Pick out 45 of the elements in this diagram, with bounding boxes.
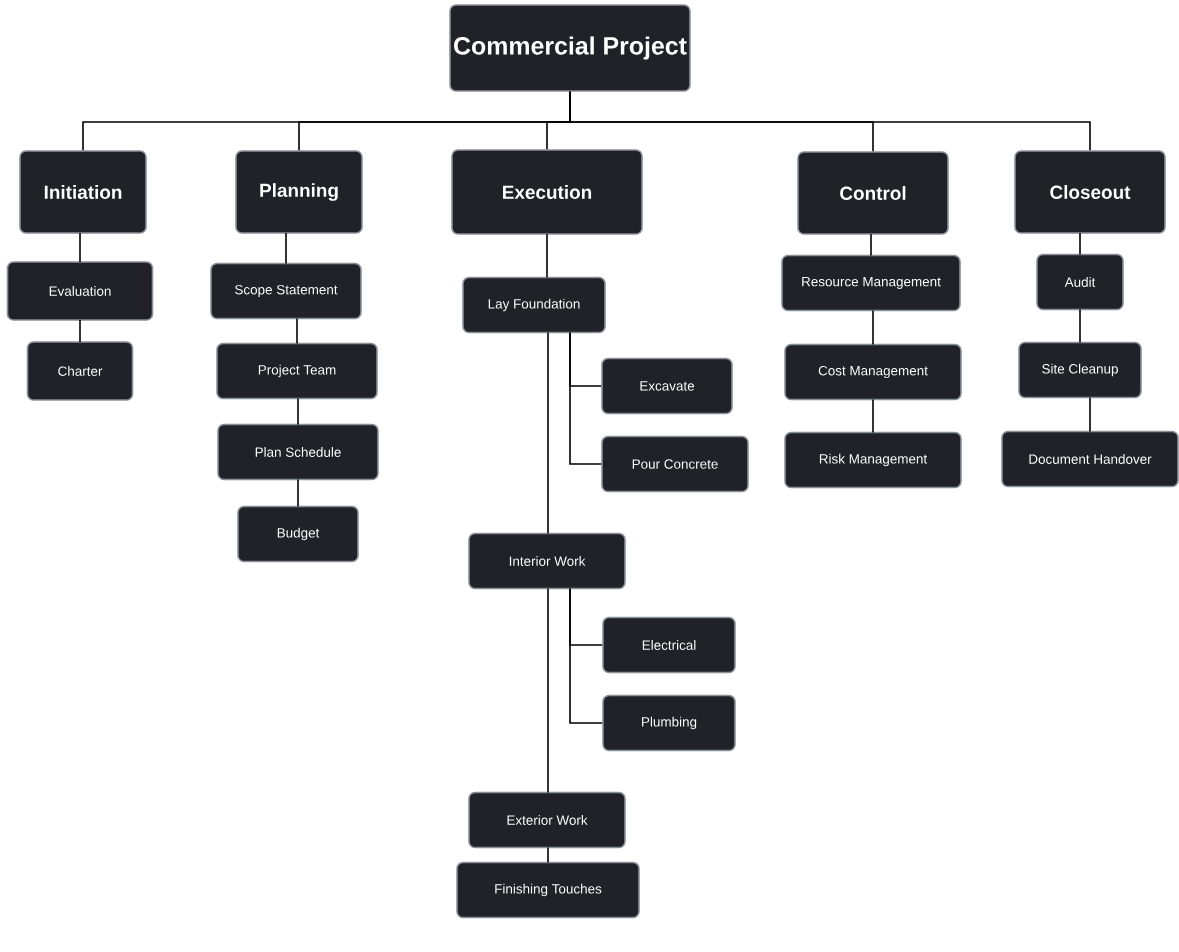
root-box: Commercial Project — [449, 4, 691, 92]
task-box: Plumbing — [602, 694, 736, 752]
task-box: Lay Foundation — [462, 276, 606, 334]
task-box: Resource Management — [781, 254, 961, 312]
task-box: Excavate — [601, 357, 733, 415]
task-box: Evaluation — [6, 261, 154, 321]
task-box: Electrical — [602, 616, 736, 674]
task-box: Risk Management — [784, 431, 962, 489]
task-box: Document Handover — [1001, 430, 1179, 488]
phase-box: Planning — [235, 150, 363, 234]
connector-line — [870, 233, 872, 257]
task-box: Cost Management — [784, 343, 962, 401]
connector-line — [546, 233, 548, 279]
task-box: Audit — [1036, 253, 1124, 311]
connector-line — [297, 478, 299, 508]
connector-line — [79, 232, 81, 263]
phase-box: Control — [797, 151, 949, 235]
connector-line — [1079, 232, 1081, 256]
connector-line — [547, 587, 549, 794]
task-box: Plan Schedule — [217, 423, 379, 481]
task-box: Interior Work — [468, 532, 626, 590]
connector-line — [872, 398, 874, 434]
connector-line — [872, 309, 874, 346]
connector-line — [569, 331, 602, 465]
task-box: Charter — [26, 341, 134, 401]
connector-line — [569, 587, 603, 724]
task-box: Pour Concrete — [601, 435, 749, 493]
phase-box: Initiation — [19, 150, 147, 234]
connector-line — [297, 397, 299, 426]
phase-box: Execution — [451, 149, 643, 235]
task-box: Budget — [237, 505, 359, 563]
connector-line — [547, 846, 549, 864]
phase-box: Closeout — [1014, 150, 1166, 234]
task-box: Project Team — [216, 342, 378, 400]
connector-line — [547, 331, 549, 535]
task-box: Finishing Touches — [456, 861, 640, 919]
task-box: Site Cleanup — [1018, 341, 1142, 399]
task-box: Exterior Work — [468, 791, 626, 849]
connector-line — [296, 317, 298, 345]
connector-line — [285, 232, 287, 265]
connector-line — [1089, 396, 1091, 433]
connector-line — [79, 319, 81, 343]
connector-line — [569, 91, 1091, 151]
connector-line — [1079, 308, 1081, 344]
task-box: Scope Statement — [210, 262, 362, 320]
